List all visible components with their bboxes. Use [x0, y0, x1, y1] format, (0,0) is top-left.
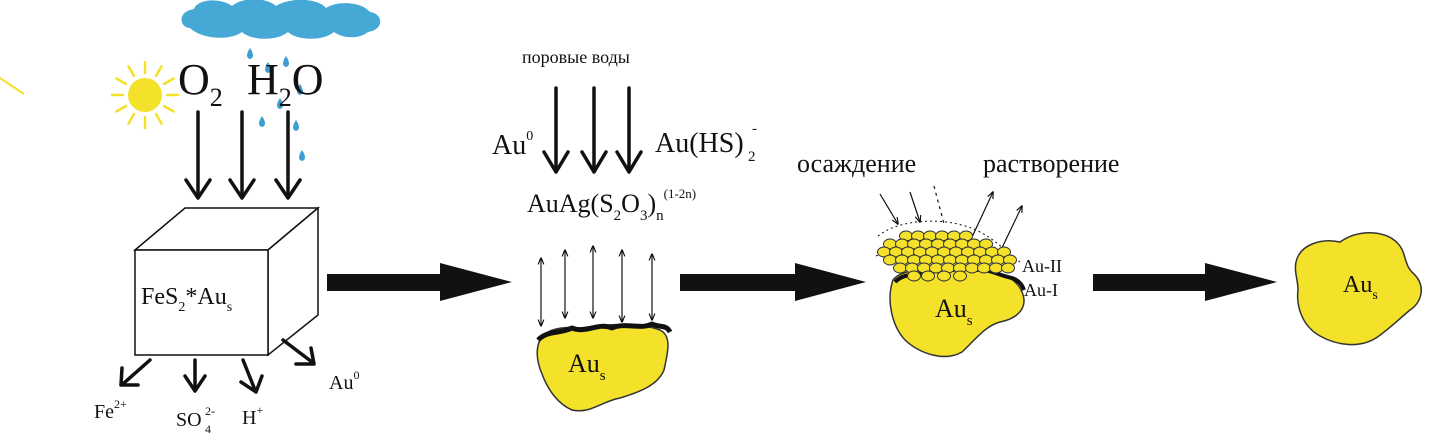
deposition-label: осаждение [797, 149, 916, 178]
au-ii-particle [979, 238, 993, 250]
sun-ray [162, 104, 175, 113]
rain-drop [283, 56, 289, 67]
au-ii-label: Au-II [1022, 256, 1062, 276]
sun-ray [115, 77, 128, 86]
stage-2-pore-waters: поровые воды Au0 Au(HS)2- AuAg(S2O3)n(1-… [492, 47, 757, 412]
input-arrows [184, 110, 302, 200]
au-ii-particle [921, 270, 935, 282]
au-ii-particle [1001, 262, 1015, 274]
rain-drop [265, 62, 271, 73]
pyrite-cube [132, 206, 321, 357]
rain-drop [259, 116, 265, 127]
transition-arrow-1 [327, 263, 512, 301]
au-ii-particle [937, 270, 951, 282]
product-arrows [119, 338, 316, 394]
product-fe: Fe2+ [94, 397, 127, 423]
gold-grain-2 [536, 321, 673, 412]
sun-ray [162, 77, 175, 86]
pore-water-arrows [542, 86, 643, 174]
rain-drop [293, 120, 299, 131]
grain-3-label: Aus [935, 294, 973, 329]
gold-grain-4 [1294, 232, 1422, 346]
rain-drop [247, 48, 253, 59]
au-ii-particle [997, 246, 1011, 258]
pore-water-label: поровые воды [522, 47, 630, 67]
grain-4-label: Aus [1343, 272, 1378, 303]
au-ii-particle [965, 262, 979, 274]
au-hs-label: Au(HS)2- [655, 121, 757, 165]
deposition-arrows [879, 185, 945, 224]
sun-ray [127, 65, 136, 78]
stage-3-redistribution: осаждение растворение Aus Au-II Au-I [797, 149, 1119, 358]
transition-arrow-2 [680, 263, 866, 301]
au-ii-particle [953, 270, 967, 282]
au-i-label: Au-I [1024, 280, 1058, 300]
rain-drop [297, 84, 303, 95]
sun-ray [127, 112, 136, 125]
au-ii-particle [907, 270, 921, 282]
sun-icon [0, 60, 180, 130]
exchange-arrows [541, 246, 652, 326]
au-ii-particle [893, 262, 907, 274]
product-h: H+ [242, 403, 263, 429]
grain-2-label: Aus [568, 349, 606, 384]
stage-4-final-grain: Aus [1294, 232, 1422, 346]
au0-label: Au0 [492, 129, 533, 161]
au-ii-particle [883, 254, 897, 266]
rain-cloud-icon [181, 0, 381, 161]
sun-ray [154, 65, 163, 78]
transition-arrows [327, 263, 1277, 301]
thiosulfate-complex-label: AuAg(S2O3)n(1-2n) [527, 186, 696, 224]
mineral-formula: FeS2*Aus [141, 284, 232, 315]
oxygen-formula: O2 [178, 55, 223, 112]
rain-drop [299, 150, 305, 161]
au-ii-particles [877, 230, 1017, 282]
transition-arrow-3 [1093, 263, 1277, 301]
product-au0: Au0 [329, 368, 359, 394]
stage-1-oxidation: O2 H2O FeS2*Aus Fe2+ [0, 0, 381, 436]
water-formula: H2O [247, 55, 324, 112]
au-ii-particle [989, 262, 1003, 274]
dissolution-label: растворение [983, 149, 1119, 178]
rain-drop [277, 98, 283, 109]
au-ii-particle [977, 262, 991, 274]
sun-ray [154, 112, 163, 125]
sun-ray [115, 104, 128, 113]
